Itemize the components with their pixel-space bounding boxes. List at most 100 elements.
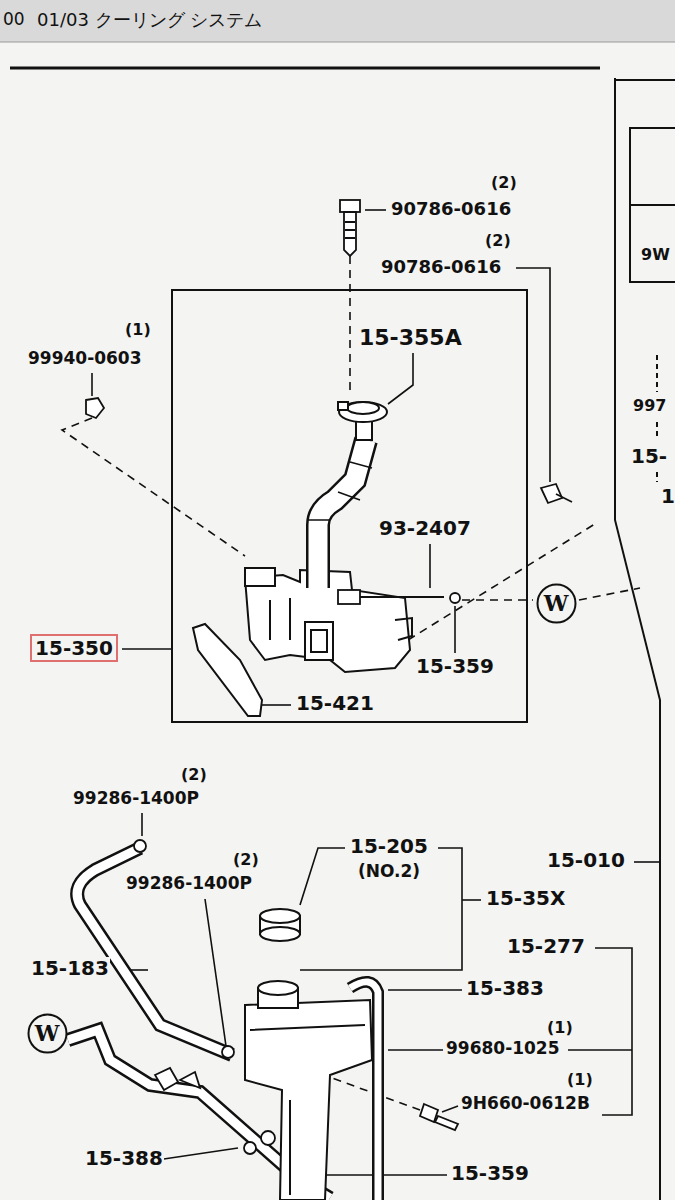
filler-neck: [318, 440, 366, 588]
hose-clamp: [222, 1046, 234, 1058]
filler-neck: [308, 462, 372, 520]
callout-number: 00: [2, 10, 26, 29]
leader-line: [122, 648, 172, 650]
callout-number: (2): [232, 851, 260, 869]
callout-number: 99286-1400P: [72, 789, 200, 808]
frame-line: [10, 67, 600, 70]
callout-number: 997: [632, 397, 667, 415]
leader-line: [141, 813, 143, 836]
callout-number: 99286-1400P: [125, 874, 253, 893]
callout-number: 15-010: [546, 849, 626, 871]
leader-line: [365, 209, 386, 211]
leader-line: [300, 848, 345, 905]
hose-clamp: [180, 1072, 200, 1088]
dashed-line: [579, 588, 640, 600]
coolant-reservoir: [250, 1025, 365, 1195]
reservoir-bolt: [435, 1116, 458, 1130]
node-label: W: [27, 1021, 68, 1045]
coolant-reservoir: [245, 981, 372, 1200]
reservoir-cap: [260, 909, 300, 923]
hose-clamp: [261, 1131, 275, 1145]
callout-number: 99940-0603: [27, 349, 143, 368]
leader-line: [568, 1049, 632, 1051]
dashed-line: [408, 522, 598, 640]
callout-number: 9W: [640, 246, 671, 264]
callout-number: 1: [660, 485, 675, 507]
callout-number: 15-355A: [358, 326, 463, 350]
washer-tank: [245, 568, 275, 586]
bolt-symbol: [344, 212, 356, 256]
callout-number: 15-359: [450, 1162, 530, 1184]
leader-line: [442, 1106, 458, 1112]
callout-number: (NO.2): [357, 862, 421, 881]
page-title: 01/03 クーリング システム: [36, 10, 263, 30]
bolt-symbol: [541, 484, 562, 503]
callout-number: (2): [490, 174, 518, 192]
node-label: W: [536, 591, 577, 615]
callout-number: 15-: [630, 445, 668, 467]
callout-number: 15-183: [30, 957, 110, 979]
callout-number: 15-388: [84, 1147, 164, 1169]
reservoir-bolt: [420, 1104, 438, 1122]
leader-line: [595, 948, 632, 1115]
reservoir-cap: [260, 909, 300, 941]
filler-neck: [318, 440, 366, 588]
bolt-symbol: [86, 200, 572, 503]
callout-number: (1): [124, 321, 152, 339]
level-sensor: [338, 590, 460, 604]
callout-number: (1): [546, 1019, 574, 1037]
tank-cap: [347, 402, 379, 414]
part-number-box: 15-350: [30, 634, 118, 662]
frame-line: [615, 79, 675, 81]
level-sensor: [360, 596, 444, 598]
level-sensor: [450, 593, 460, 603]
leader-line: [91, 373, 93, 396]
leader-line: [388, 989, 462, 991]
hose-clamp: [155, 1068, 178, 1090]
reservoir-cap: [260, 927, 300, 941]
frame-line: [630, 205, 675, 282]
callout-number: 90786-0616: [380, 257, 502, 277]
callout-number: 93-2407: [378, 517, 472, 539]
frame-line: [10, 68, 675, 1200]
coolant-reservoir: [258, 981, 298, 995]
dashed-line: [62, 418, 245, 556]
leader-line: [157, 1148, 238, 1160]
callout-number: 15-421: [295, 692, 375, 714]
filler-neck: [308, 440, 372, 588]
callout-number: (1): [566, 1071, 594, 1089]
leader-line: [205, 899, 226, 1046]
frame-line: [630, 128, 675, 215]
wire-circle: W: [27, 1013, 68, 1054]
callout-number: 15-205: [349, 835, 429, 857]
leader-line: [516, 268, 550, 482]
leader-line: [454, 606, 456, 653]
bolt-symbol: [340, 200, 360, 212]
bolt-symbol: [345, 222, 355, 238]
insulator-plate: [193, 624, 262, 716]
dashed-line: [349, 256, 351, 392]
washer-tank: [311, 630, 327, 652]
coolant-reservoir: [245, 1000, 372, 1200]
tank-cap: [338, 402, 387, 440]
leader-line: [388, 353, 413, 404]
callout-number: 99680-1025: [445, 1039, 561, 1058]
header-bar: [0, 42, 675, 43]
washer-tank: [305, 622, 333, 660]
washer-tank: [395, 618, 412, 640]
hose-clamp: [244, 1142, 256, 1154]
hose: [68, 848, 378, 1200]
callout-number: 15-35X: [485, 887, 566, 909]
header-bar: [0, 0, 675, 42]
washer-tank: [270, 598, 290, 640]
tank-cap: [339, 402, 387, 422]
node-label: 15-350: [32, 637, 116, 659]
callout-number: 9H660-0612B: [460, 1094, 591, 1113]
tank-cap: [338, 402, 348, 410]
callout-number: 90786-0616: [390, 199, 512, 219]
insulator-plate: [193, 624, 262, 716]
callout-number: 15-359: [415, 655, 495, 677]
leader-line: [429, 544, 431, 588]
hose-clamp: [134, 840, 146, 852]
